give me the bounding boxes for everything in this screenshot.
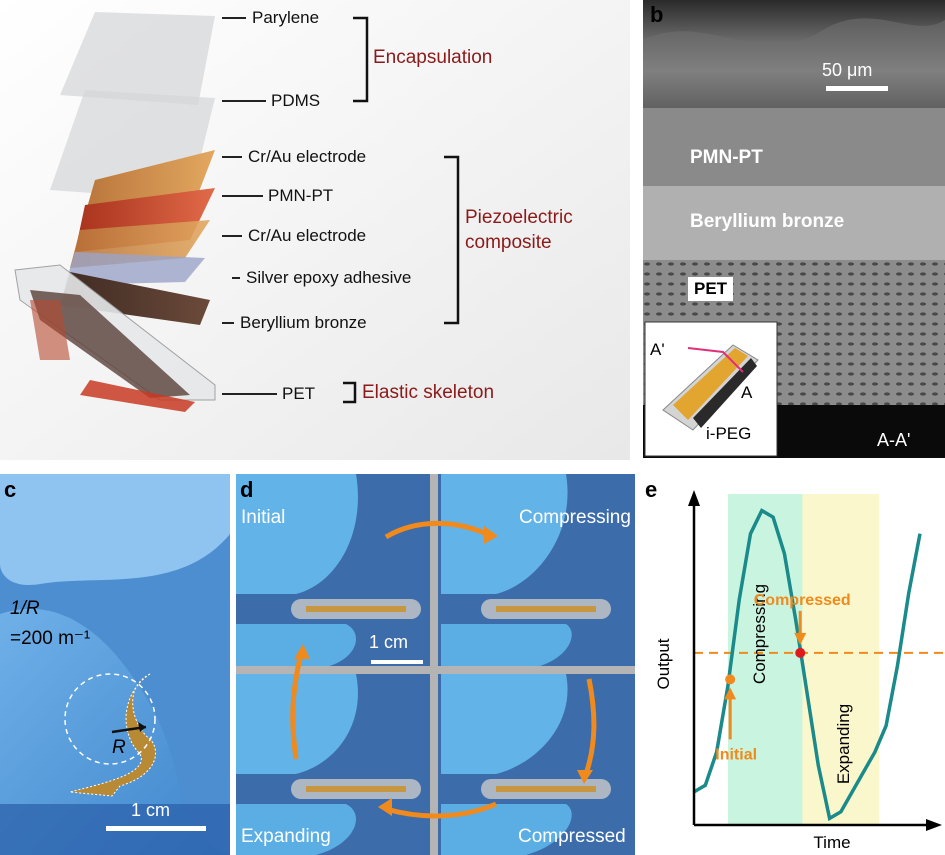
photo-divider-horizontal <box>236 666 635 674</box>
initial-arrow-head <box>724 687 737 700</box>
layer-label-pdms: PDMS <box>271 91 321 110</box>
cycle-arrow-right <box>583 678 597 775</box>
inset-label-a-prime: A' <box>650 340 665 359</box>
group-label-piezo-line1: Piezoelectric <box>465 207 573 228</box>
layer-label-electrode-top: Cr/Au electrode <box>248 147 367 166</box>
scale-bar-c <box>106 826 206 831</box>
curvature-label-line1: 1/R <box>10 598 40 619</box>
phase-label-compressing: Compressing <box>750 584 769 684</box>
group-label-encapsulation: Encapsulation <box>373 47 493 68</box>
photo-quadrant-compressed <box>441 674 611 855</box>
inset-label-a: A <box>741 383 753 402</box>
curvature-circle <box>64 673 156 765</box>
radius-label: R <box>112 737 126 758</box>
group-label-piezo-line2: composite <box>465 232 552 253</box>
phase-label-expanding: Expanding <box>834 704 853 784</box>
scale-bar-d <box>371 660 423 664</box>
sem-pmnpt-band <box>643 108 945 188</box>
cycle-arrow-bottom <box>385 801 497 819</box>
layer-label-pet: PET <box>282 384 316 403</box>
cycle-arrow-left <box>290 653 304 760</box>
marker-initial <box>725 674 736 685</box>
output-chart: Output Time Compressing Expanding Initia… <box>654 490 943 852</box>
scale-bar-label-d: 1 cm <box>369 632 409 652</box>
deformation-sequence-photos <box>236 474 635 855</box>
scale-bar-label-b: 50 μm <box>822 60 873 80</box>
sem-label-bronze: Beryllium bronze <box>690 211 845 232</box>
y-axis-arrow <box>688 490 700 506</box>
section-label: A-A' <box>877 430 911 450</box>
photo-divider-vertical <box>430 474 438 855</box>
marker-compressed <box>795 647 806 658</box>
sem-label-pmnpt: PMN-PT <box>690 147 763 168</box>
marker-label-compressed: Compressed <box>754 592 851 609</box>
state-label-expanding: Expanding <box>241 826 331 847</box>
inset-label-device: i-PEG <box>706 424 752 443</box>
panel-label-d: d <box>240 477 254 502</box>
state-label-compressing: Compressing <box>519 507 631 528</box>
layer-label-silver-epoxy: Silver epoxy adhesive <box>246 268 412 287</box>
x-axis-arrow <box>926 819 942 831</box>
bronze-layer <box>60 272 210 325</box>
layer-label-bronze: Beryllium bronze <box>240 313 367 332</box>
sem-label-pet: PET <box>688 277 734 301</box>
curvature-label-line2: =200 m⁻¹ <box>10 628 91 649</box>
bent-device-photo <box>0 474 230 855</box>
parylene-layer <box>60 12 215 105</box>
scale-bar-b <box>826 86 888 91</box>
sem-bronze-band <box>643 186 945 262</box>
x-axis-label: Time <box>813 833 850 852</box>
exploded-layer-illustration <box>0 0 630 460</box>
photo-quadrant-compressing <box>441 474 611 669</box>
panel-label-c: c <box>4 477 17 502</box>
y-axis-label: Output <box>654 638 673 689</box>
scale-bar-label-c: 1 cm <box>131 800 171 820</box>
layer-label-electrode-bottom: Cr/Au electrode <box>248 226 367 245</box>
group-label-elastic-skeleton: Elastic skeleton <box>362 382 495 403</box>
marker-label-initial: Initial <box>715 746 757 763</box>
panel-label-e: e <box>645 477 658 502</box>
layer-label-pmnpt: PMN-PT <box>268 186 334 205</box>
photo-quadrant-initial <box>236 474 421 669</box>
cycle-arrow-top <box>384 520 493 540</box>
silver-epoxy-layer <box>65 252 205 285</box>
series-line-output <box>693 508 922 822</box>
layer-label-parylene: Parylene <box>252 8 320 27</box>
panel-label-b: b <box>650 2 664 27</box>
state-label-compressed: Compressed <box>518 826 626 847</box>
photo-quadrant-expanding <box>236 674 421 855</box>
compressed-arrow-head <box>794 632 807 645</box>
region-compressing <box>727 494 803 825</box>
state-label-initial: Initial <box>241 507 286 528</box>
